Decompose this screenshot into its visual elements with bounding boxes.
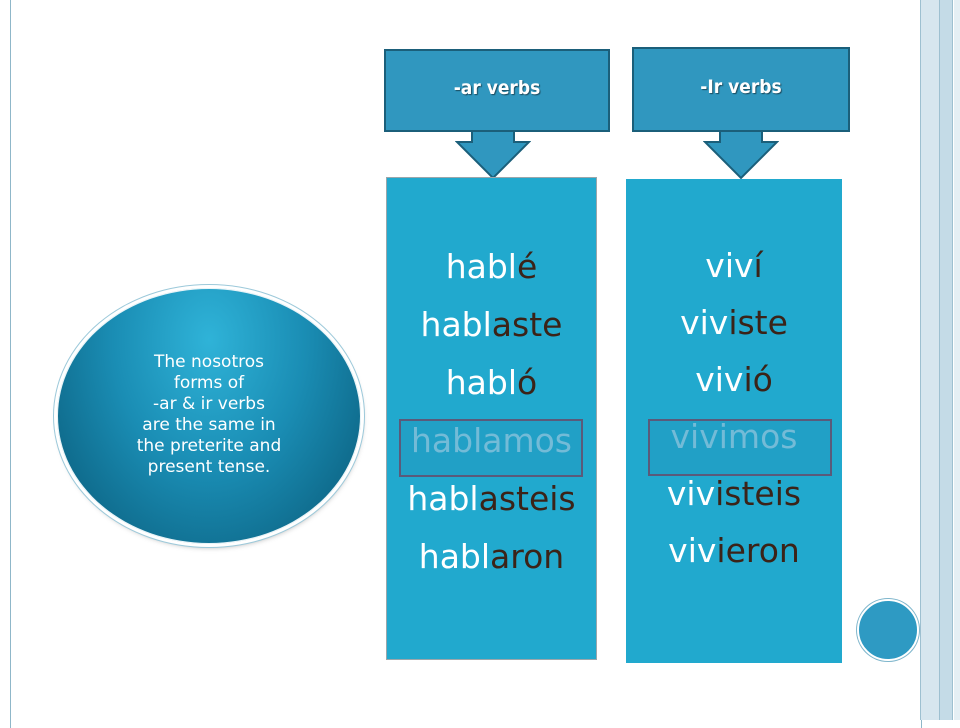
ar-verb-ending: é <box>516 247 538 286</box>
ar-verb-stem: habl <box>445 363 518 402</box>
ir-verb-stem: viv <box>680 303 729 342</box>
note-line: are the same in <box>142 415 276 435</box>
ar-verb-5: hablaron <box>387 528 596 586</box>
ar-verb-3: hablamos <box>387 412 596 470</box>
ar-down-arrow <box>455 130 531 180</box>
decorative-dot <box>857 599 919 661</box>
ir-verb-ending: í <box>753 246 763 285</box>
ir-verb-stem: viv <box>705 246 754 285</box>
ir-verb-ending: isteis <box>715 474 802 513</box>
ar-verb-stem: habl <box>418 537 491 576</box>
ir-verb-stem: viv <box>670 417 719 456</box>
ir-verb-stem: viv <box>668 531 717 570</box>
ir-verb-stem: viv <box>695 360 744 399</box>
ir-verb-0: viví <box>626 237 842 294</box>
ar-verb-ending: ó <box>517 363 538 402</box>
ar-verbs-tag-label: -ar verbs <box>453 76 541 99</box>
ar-verb-ending: aron <box>490 537 565 576</box>
ar-verb-2: habló <box>387 354 596 412</box>
ar-nosotros-highlight <box>399 419 583 477</box>
note-line: The nosotros <box>154 352 264 372</box>
note-line: forms of <box>173 373 245 393</box>
ir-verb-1: viviste <box>626 294 842 351</box>
ir-verb-2: vivió <box>626 351 842 408</box>
note-line: present tense. <box>147 457 271 477</box>
ir-verbs-tag-label: -Ir verbs <box>700 75 782 98</box>
ar-verb-ending: amos <box>482 421 573 460</box>
ir-verb-ending: imos <box>718 417 798 456</box>
ir-verb-4: vivisteis <box>626 465 842 522</box>
ir-verb-5: vivieron <box>626 522 842 579</box>
ar-verb-ending: asteis <box>478 479 576 518</box>
ir-verb-stem: viv <box>666 474 716 513</box>
ar-verb-4: hablasteis <box>387 470 596 528</box>
ar-verb-stem: habl <box>445 247 517 286</box>
note-line: the preterite and <box>136 436 282 456</box>
ar-verb-stem: habl <box>420 305 492 344</box>
note-line: -ar & ir verbs <box>153 394 265 414</box>
ar-verb-0: hablé <box>387 238 596 296</box>
ir-verb-ending: iste <box>728 303 788 342</box>
ir-verb-ending: ió <box>743 360 773 399</box>
ar-verb-stem: habl <box>410 421 483 460</box>
ir-verb-ending: ieron <box>716 531 800 570</box>
ir-nosotros-highlight <box>648 419 832 476</box>
ir-verbs-tag: -Ir verbs <box>632 47 850 132</box>
ar-verbs-tag: -ar verbs <box>384 49 610 132</box>
slide-side-bars <box>920 0 960 720</box>
ar-verb-1: hablaste <box>387 296 596 354</box>
ir-verb-3: vivimos <box>626 408 842 465</box>
ir-down-arrow <box>703 130 779 180</box>
ar-verb-stem: habl <box>407 479 479 518</box>
ar-verb-ending: aste <box>491 305 563 344</box>
